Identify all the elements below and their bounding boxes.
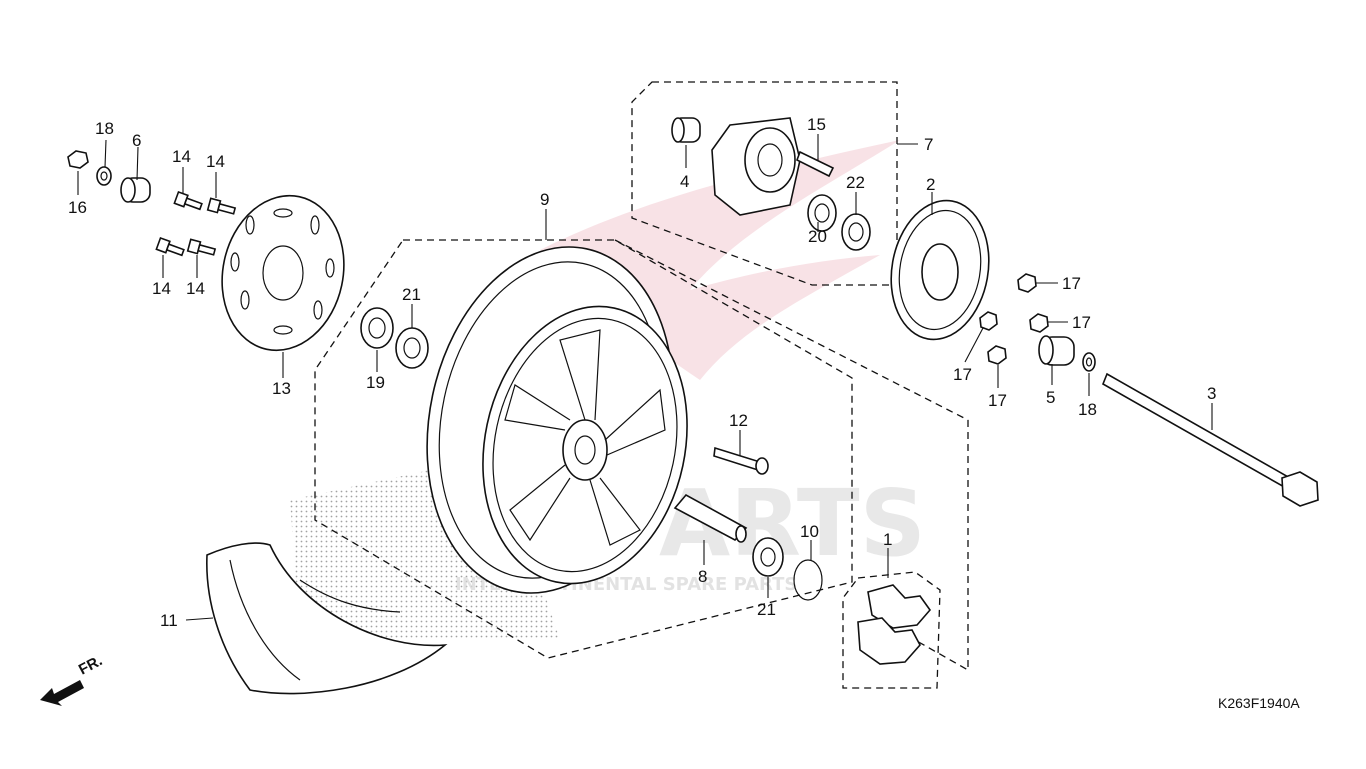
callout-13: 13 [272,379,291,398]
callout-11: 11 [160,611,178,630]
callout-5: 5 [1046,388,1055,407]
callout-17-d: 17 [988,391,1007,410]
callout-14-c: 14 [152,279,171,298]
callout-21-bottom: 21 [757,600,776,619]
callout-7: 7 [924,135,933,154]
right-small-parts [979,273,1319,507]
damper-outline [842,571,941,689]
callout-22: 22 [846,173,865,192]
callout-15: 15 [807,115,826,134]
left-nut-washer-collar [67,150,151,203]
callout-21-top: 21 [402,285,421,304]
front-arrow-icon [40,680,84,706]
callout-18-left: 18 [95,119,114,138]
callout-1: 1 [883,530,892,549]
callout-6: 6 [132,131,141,150]
front-label: FR. [76,652,105,678]
brake-disc [221,194,345,352]
callout-17-a: 17 [1062,274,1081,293]
callout-3: 3 [1207,384,1216,403]
callout-14-a: 14 [172,147,191,166]
hub-assembly-outline [631,81,898,286]
callout-17-c: 17 [953,365,972,384]
callout-20: 20 [808,227,827,246]
rear-wheel [426,246,688,594]
wheel-assembly-outline [314,239,853,659]
damper-rubbers [857,584,932,665]
front-direction-indicator: FR. [40,652,105,706]
callout-19: 19 [366,373,385,392]
callout-8: 8 [698,567,707,586]
callout-2: 2 [926,175,935,194]
callout-14-d: 14 [186,279,205,298]
callout-17-b: 17 [1072,313,1091,332]
callout-16: 16 [68,198,87,217]
center-small-parts [673,446,823,601]
callout-18-right: 18 [1078,400,1097,419]
sprocket [890,199,990,341]
callout-12: 12 [729,411,748,430]
hub-parts [671,117,871,251]
callouts: 18 16 6 14 14 14 14 13 19 21 9 4 15 7 22… [68,115,1216,630]
rear-tire [206,542,448,695]
left-bearings [360,307,429,369]
callout-4: 4 [680,172,689,191]
diagram-code: K263F1940A [1218,695,1300,711]
dashed-leader-7-3 [614,239,969,421]
leader-lines [77,134,1213,621]
callout-14-b: 14 [206,152,225,171]
dashed-leader-1 [914,420,969,672]
callout-9: 9 [540,190,549,209]
callout-10: 10 [800,522,819,541]
disc-bolts [155,190,237,257]
